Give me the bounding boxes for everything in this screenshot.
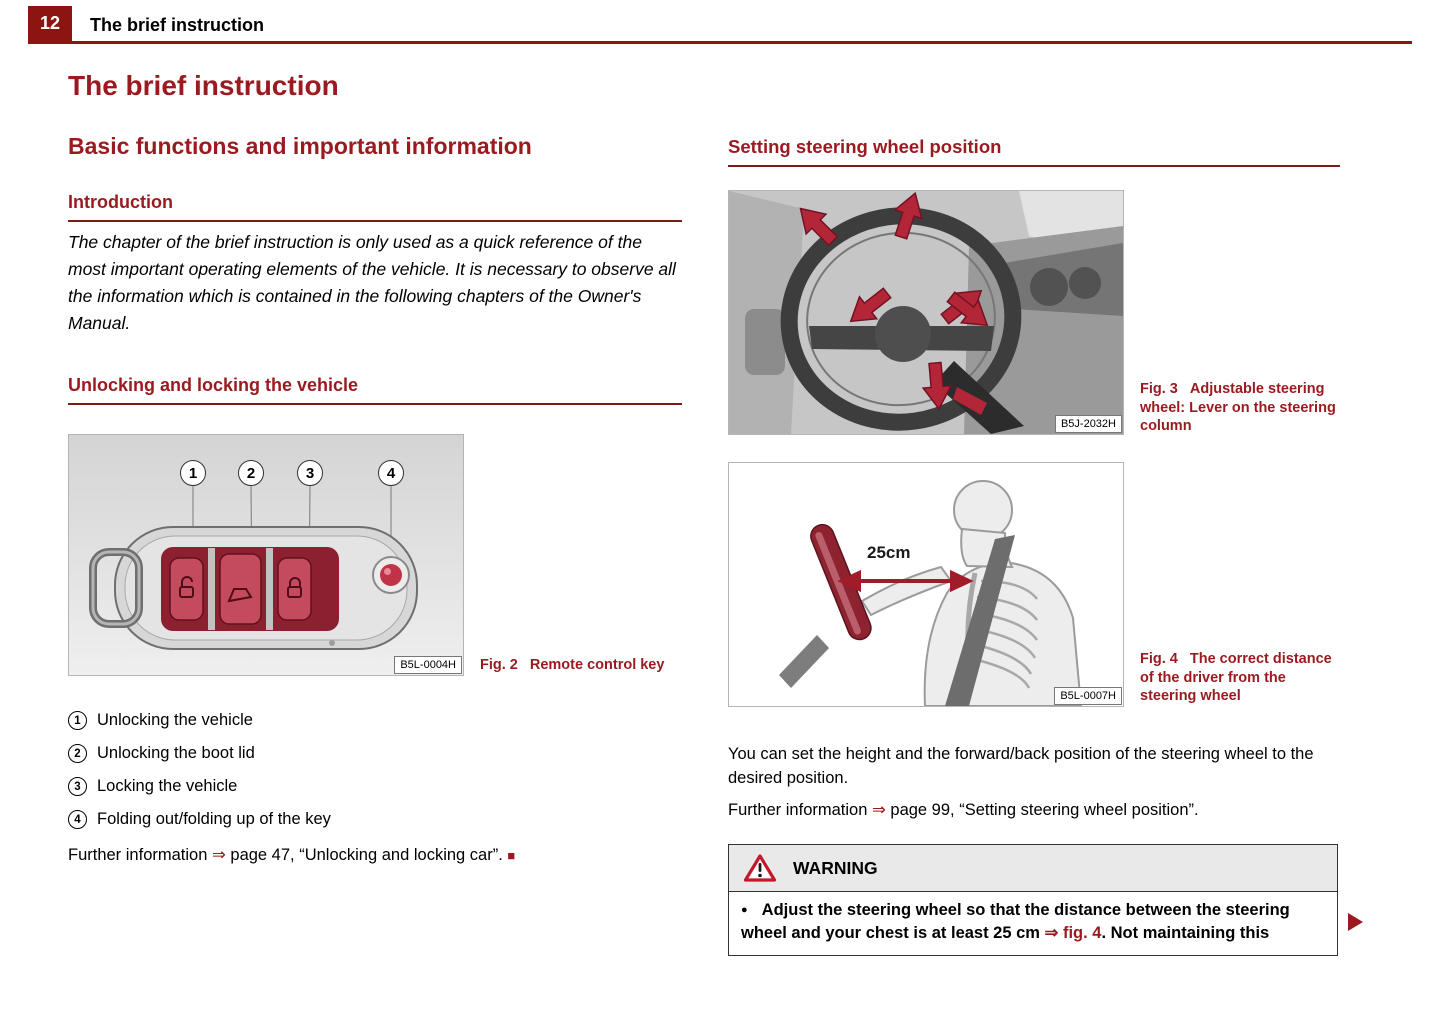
callout-2: 2	[238, 460, 264, 486]
continuation-arrow	[1348, 913, 1363, 931]
callout-1: 1	[180, 460, 206, 486]
distance-label: 25cm	[867, 543, 911, 562]
figure4-code: B5L-0007H	[1054, 687, 1122, 705]
steering-body-paragraph: You can set the height and the forward/b…	[728, 745, 1314, 787]
warning-fig-reference-link[interactable]: ⇒ fig. 4	[1044, 924, 1102, 942]
page-number-badge: 12	[28, 6, 72, 41]
further-info-left: Further information ⇒ page 47, “Unlockin…	[68, 845, 515, 865]
legend-item-1-number: 1	[68, 711, 87, 730]
further-left-text: page 47, “Unlocking and locking car”.	[225, 846, 508, 864]
further-right-text: page 99, “Setting steering wheel positio…	[885, 801, 1199, 819]
warning-title: WARNING	[793, 857, 878, 878]
section-heading: Basic functions and important informatio…	[68, 133, 532, 159]
legend-item-1-text: Unlocking the vehicle	[97, 711, 253, 729]
figure4-caption-label: Fig. 4	[1140, 651, 1178, 667]
figure3-caption-label: Fig. 3	[1140, 381, 1178, 397]
introduction-heading: Introduction	[68, 192, 682, 222]
warning-header: WARNING	[729, 845, 1337, 892]
warning-text-after: . Not maintaining this	[1101, 924, 1270, 942]
further-left-prefix: Further information	[68, 846, 212, 864]
legend-item-4-text: Folding out/folding up of the key	[97, 810, 331, 828]
header-rule	[28, 41, 1412, 44]
introduction-paragraph: The chapter of the brief instruction is …	[68, 232, 676, 333]
legend-item-4-number: 4	[68, 810, 87, 829]
legend-item-3-number: 3	[68, 777, 87, 796]
callout-4: 4	[378, 460, 404, 486]
figure2-code: B5L-0004H	[394, 656, 462, 674]
further-info-right: Further information ⇒ page 99, “Setting …	[728, 800, 1199, 820]
running-header-title: The brief instruction	[90, 15, 265, 35]
further-right-arrow-link[interactable]: ⇒	[871, 801, 886, 819]
further-right-prefix: Further information	[728, 801, 872, 819]
remote-key-illustration	[89, 485, 418, 650]
warning-body: ●Adjust the steering wheel so that the d…	[729, 892, 1337, 955]
warning-box: WARNING ●Adjust the steering wheel so th…	[728, 844, 1338, 956]
legend-item-3-text: Locking the vehicle	[97, 777, 238, 795]
figure4-caption-text: The correct distance of the driver from …	[1140, 651, 1332, 704]
figure-adjustable-steering-wheel: B5J-2032H	[728, 190, 1124, 435]
legend-item-1: 1 Unlocking the vehicle	[68, 711, 253, 730]
unlocking-heading: Unlocking and locking the vehicle	[68, 375, 682, 405]
legend-item-2-number: 2	[68, 744, 87, 763]
legend-item-2: 2 Unlocking the boot lid	[68, 744, 255, 763]
legend-item-3: 3 Locking the vehicle	[68, 777, 237, 796]
figure3-code: B5J-2032H	[1054, 415, 1122, 433]
warning-text: Adjust the steering wheel so that the di…	[741, 901, 1290, 942]
figure2-caption: Fig. 2 Remote control key	[480, 656, 695, 675]
legend-item-4: 4 Folding out/folding up of the key	[68, 810, 331, 829]
callout-3: 3	[297, 460, 323, 486]
section-end-mark: ■	[507, 848, 516, 863]
steering-wheel-illustration	[729, 191, 1123, 434]
figure-remote-control-key: 1 2 3 4 B5L-0004H	[68, 434, 464, 676]
figure2-caption-label: Fig. 2	[480, 657, 518, 673]
driver-distance-illustration	[729, 463, 1123, 706]
figure-driver-distance: 25cm B5L-0007H	[728, 462, 1124, 707]
warning-bullet: ●	[741, 904, 748, 916]
page-title: The brief instruction	[68, 70, 339, 101]
warning-triangle-icon	[743, 854, 777, 882]
figure2-caption-text: Remote control key	[529, 657, 665, 673]
figure3-caption-text: Adjustable steering wheel: Lever on the …	[1140, 381, 1336, 434]
further-left-arrow-link[interactable]: ⇒	[211, 846, 226, 864]
steering-section-heading: Setting steering wheel position	[728, 136, 1340, 167]
legend-item-2-text: Unlocking the boot lid	[97, 744, 255, 762]
